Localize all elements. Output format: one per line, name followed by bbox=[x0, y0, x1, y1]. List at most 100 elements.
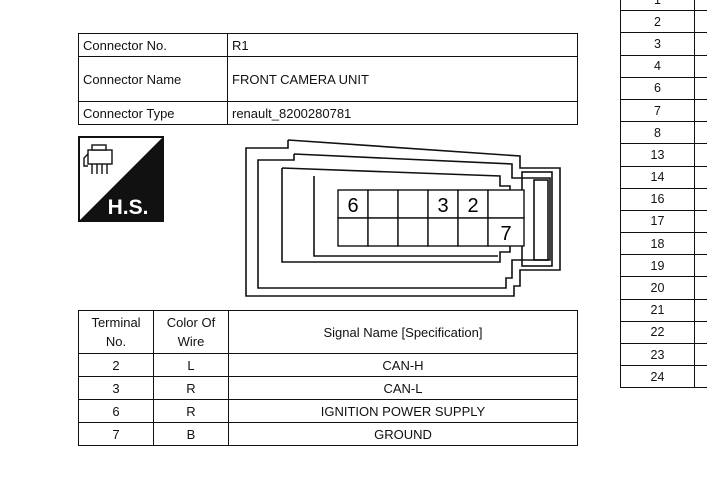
side-terminal-no: 20 bbox=[620, 276, 695, 300]
signal-header-row: Terminal No. Color Of Wire Signal Name [… bbox=[78, 310, 578, 354]
side-table-row: 23 bbox=[620, 342, 707, 367]
side-terminal-no: 3 bbox=[620, 32, 695, 56]
side-cell bbox=[694, 165, 707, 189]
signal-row: 6 R IGNITION POWER SUPPLY bbox=[78, 399, 578, 423]
side-terminal-no: 21 bbox=[620, 298, 695, 322]
side-table-row: 18 bbox=[620, 232, 707, 256]
side-cell bbox=[694, 342, 707, 367]
hs-badge: H.S. bbox=[78, 136, 164, 222]
side-cell bbox=[694, 0, 707, 12]
wire-color: L bbox=[153, 353, 229, 377]
side-table-row: 8 bbox=[620, 121, 707, 145]
terminal-label: 7 bbox=[500, 223, 511, 245]
side-cell bbox=[694, 54, 707, 78]
header-terminal-no: Terminal No. bbox=[78, 310, 154, 354]
header-signal-name: Signal Name [Specification] bbox=[228, 310, 578, 354]
terminal-cell bbox=[487, 189, 525, 219]
side-table-row: 24 bbox=[620, 365, 707, 389]
info-value: renault_8200280781 bbox=[227, 101, 578, 125]
signal-table: Terminal No. Color Of Wire Signal Name [… bbox=[78, 310, 578, 446]
side-table-row: 13 bbox=[620, 143, 707, 167]
wire-color: B bbox=[153, 422, 229, 446]
terminal-cell bbox=[337, 217, 369, 247]
terminal-no: 2 bbox=[78, 353, 154, 377]
terminal-label: 6 bbox=[347, 195, 358, 217]
info-row-connector-type: Connector Type renault_8200280781 bbox=[78, 101, 578, 125]
side-terminal-no: 1 bbox=[620, 0, 695, 12]
side-table-row: 1 bbox=[620, 0, 707, 12]
side-terminal-no: 13 bbox=[620, 143, 695, 167]
side-terminal-no: 18 bbox=[620, 232, 695, 256]
side-table-row: 3 bbox=[620, 32, 707, 56]
side-table-row: 22 bbox=[620, 320, 707, 345]
terminal-cell bbox=[457, 217, 489, 247]
connector-housing bbox=[245, 139, 561, 297]
side-table-row: 17 bbox=[620, 209, 707, 234]
info-row-connector-no: Connector No. R1 bbox=[78, 33, 578, 57]
side-table-row: 21 bbox=[620, 298, 707, 322]
side-terminal-no: 14 bbox=[620, 165, 695, 189]
terminal-no: 3 bbox=[78, 376, 154, 400]
side-terminal-no: 17 bbox=[620, 209, 695, 234]
terminal-cell bbox=[367, 217, 399, 247]
side-terminal-no: 24 bbox=[620, 365, 695, 389]
info-label: Connector Name bbox=[78, 56, 228, 102]
side-table-row: 6 bbox=[620, 76, 707, 100]
side-table-row: 16 bbox=[620, 187, 707, 211]
header-color-of-wire: Color Of Wire bbox=[153, 310, 229, 354]
side-cell bbox=[694, 209, 707, 234]
side-cell bbox=[694, 298, 707, 322]
terminal-label: 3 bbox=[437, 195, 448, 217]
side-table-row: 2 bbox=[620, 10, 707, 34]
side-terminal-no: 4 bbox=[620, 54, 695, 78]
header-terminal-line1: Terminal bbox=[91, 315, 141, 330]
side-table-row: 14 bbox=[620, 165, 707, 189]
side-cell bbox=[694, 254, 707, 278]
side-cell bbox=[694, 232, 707, 256]
side-cell bbox=[694, 98, 707, 123]
terminal-no: 7 bbox=[78, 422, 154, 446]
info-value: R1 bbox=[227, 33, 578, 57]
signal-row: 7 B GROUND bbox=[78, 422, 578, 446]
side-cell bbox=[694, 276, 707, 300]
side-terminal-table: 12346781314161718192021222324 bbox=[620, 0, 707, 389]
side-cell bbox=[694, 10, 707, 34]
side-terminal-no: 6 bbox=[620, 76, 695, 100]
side-terminal-no: 16 bbox=[620, 187, 695, 211]
terminal-cell bbox=[397, 217, 429, 247]
side-table-row: 7 bbox=[620, 98, 707, 123]
side-cell bbox=[694, 121, 707, 145]
connector-plug-icon bbox=[83, 144, 113, 174]
signal-name: GROUND bbox=[228, 422, 578, 446]
info-label: Connector No. bbox=[78, 33, 228, 57]
side-table-row: 4 bbox=[620, 54, 707, 78]
terminal-label: 2 bbox=[467, 195, 478, 217]
header-terminal-line2: No. bbox=[105, 334, 127, 349]
side-cell bbox=[694, 76, 707, 100]
header-color-line1: Color Of bbox=[166, 315, 216, 330]
side-terminal-no: 8 bbox=[620, 121, 695, 145]
terminal-no: 6 bbox=[78, 399, 154, 423]
terminal-cell bbox=[397, 189, 429, 219]
side-terminal-no: 22 bbox=[620, 320, 695, 345]
terminal-cell bbox=[487, 217, 525, 247]
hs-label: H.S. bbox=[108, 196, 149, 219]
wire-color: R bbox=[153, 399, 229, 423]
side-terminal-no: 19 bbox=[620, 254, 695, 278]
side-cell bbox=[694, 143, 707, 167]
connector-info-table: Connector No. R1 Connector Name FRONT CA… bbox=[78, 33, 578, 125]
side-terminal-no: 2 bbox=[620, 10, 695, 34]
header-color-line2: Wire bbox=[177, 334, 205, 349]
signal-name: CAN-L bbox=[228, 376, 578, 400]
info-row-connector-name: Connector Name FRONT CAMERA UNIT bbox=[78, 56, 578, 102]
side-cell bbox=[694, 187, 707, 211]
side-table-row: 20 bbox=[620, 276, 707, 300]
wire-color: R bbox=[153, 376, 229, 400]
side-cell bbox=[694, 320, 707, 345]
signal-row: 3 R CAN-L bbox=[78, 376, 578, 400]
terminal-cell bbox=[367, 189, 399, 219]
signal-name: CAN-H bbox=[228, 353, 578, 377]
info-value: FRONT CAMERA UNIT bbox=[227, 56, 578, 102]
